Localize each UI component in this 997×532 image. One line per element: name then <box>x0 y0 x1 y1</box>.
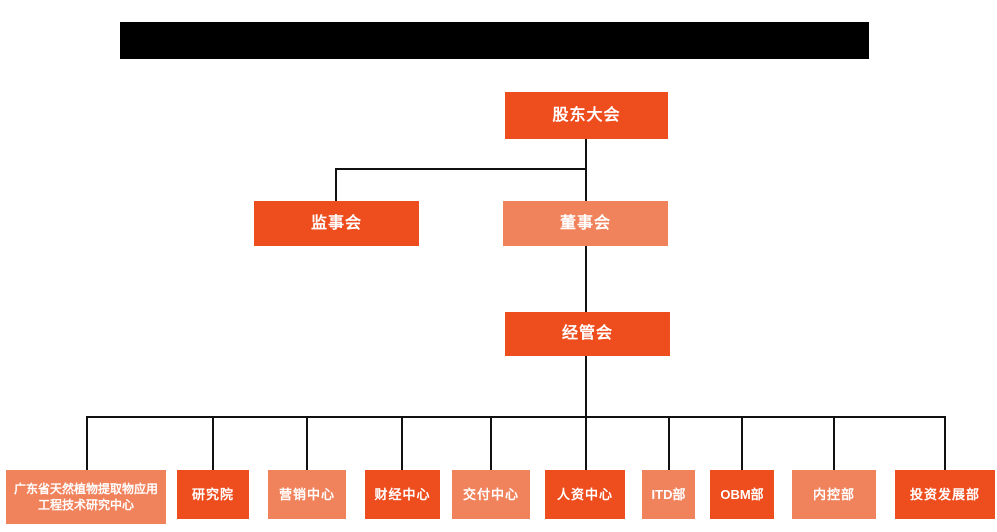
connector-to-board <box>585 168 587 201</box>
connector-shareholders-down <box>585 139 587 170</box>
connector-board-to-management <box>585 246 587 312</box>
connector-level4-horizontal <box>86 416 945 418</box>
org-node-management-committee: 经管会 <box>505 312 670 356</box>
org-node-board-of-directors: 董事会 <box>503 201 668 246</box>
connector-drop-hr-center <box>585 416 587 470</box>
connector-drop-delivery-center <box>490 416 492 470</box>
org-node-shareholders-meeting: 股东大会 <box>505 92 668 139</box>
connector-drop-investment-dev-dept <box>944 416 946 470</box>
org-node-gd-natural-plant-extract-research-center: 广东省天然植物提取物应用工程技术研究中心 <box>6 470 166 524</box>
org-node-delivery-center: 交付中心 <box>452 470 530 519</box>
connector-level2-horizontal <box>335 168 587 170</box>
connector-drop-obm-dept <box>741 416 743 470</box>
org-node-finance-center: 财经中心 <box>365 470 440 519</box>
org-node-marketing-center: 营销中心 <box>268 470 346 519</box>
connector-drop-marketing-center <box>306 416 308 470</box>
org-node-investment-development-dept: 投资发展部 <box>895 470 995 519</box>
connector-management-down <box>585 356 587 417</box>
connector-drop-itd-dept <box>668 416 670 470</box>
org-node-supervisory-board: 监事会 <box>254 201 419 246</box>
org-node-obm-dept: OBM部 <box>710 470 774 519</box>
org-node-hr-center: 人资中心 <box>545 470 625 519</box>
org-node-internal-control-dept: 内控部 <box>792 470 876 519</box>
org-node-research-institute: 研究院 <box>177 470 249 519</box>
connector-drop-research-institute <box>212 416 214 470</box>
connector-drop-gd-research-center <box>86 416 88 470</box>
connector-drop-internal-control-dept <box>833 416 835 470</box>
redacted-title-bar <box>120 22 869 59</box>
org-node-itd-dept: ITD部 <box>642 470 695 519</box>
connector-to-supervisory <box>335 168 337 201</box>
connector-drop-finance-center <box>401 416 403 470</box>
